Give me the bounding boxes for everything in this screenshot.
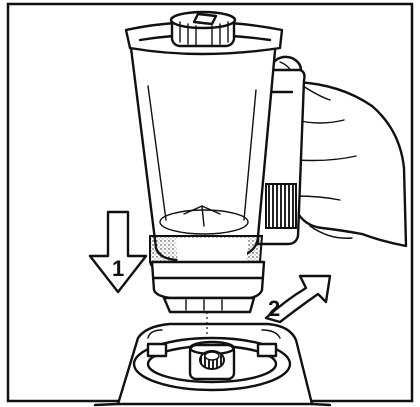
arrow-rotate-right-icon: 2 (266, 276, 330, 322)
step-1-label: 1 (112, 256, 124, 281)
blender-jar (130, 40, 276, 312)
jar-lid (126, 12, 282, 54)
blender-base (95, 302, 330, 405)
step-2-label: 2 (268, 296, 280, 321)
arrow-down-icon: 1 (90, 212, 146, 292)
